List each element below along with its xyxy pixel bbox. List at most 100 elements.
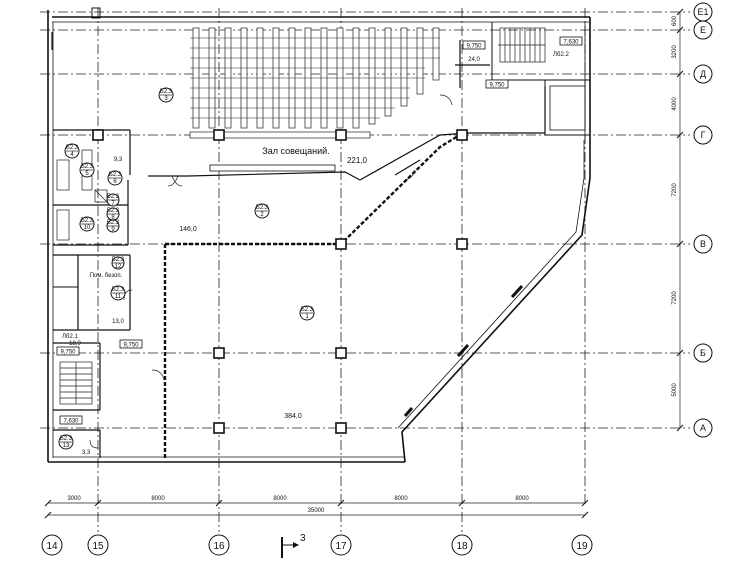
dim-total: 35000 <box>308 508 325 514</box>
dim-value: 8000 <box>151 496 165 502</box>
grid-axes <box>40 8 690 532</box>
elevation-mark: 7,630 <box>563 40 579 46</box>
dimension-chain-right: 600 3200 4000 7200 7200 5000 <box>672 8 684 432</box>
room-bubble: Б2.3 10 <box>79 216 95 232</box>
svg-text:17: 17 <box>335 541 347 552</box>
column <box>335 347 347 359</box>
room-number: Б2.3 <box>81 218 94 224</box>
dim-value: 3000 <box>67 496 81 502</box>
room-bubble: Б2.3 2 <box>254 203 270 219</box>
room-number: Б2.3 <box>81 164 94 170</box>
room-sub: 9 <box>111 227 115 233</box>
room-bubble: Б2.3 7 <box>106 193 120 207</box>
area-18-9: 18,9 <box>69 341 81 347</box>
grid-marker: 18 <box>451 534 473 556</box>
stair-steps-left <box>59 361 93 405</box>
room-bubble: Б2.3 11 <box>110 285 126 301</box>
room-sub: 8 <box>111 215 115 221</box>
room-number: Б2.3 <box>160 89 173 95</box>
room-number: Б2.3 <box>109 172 122 178</box>
column <box>335 238 347 250</box>
dim-value: 8000 <box>394 496 408 502</box>
column <box>335 129 347 141</box>
elevation-marks: 9,750 9,750 9,750 9,750 7,630 7,630 <box>56 36 583 425</box>
area-3-3: 3,3 <box>82 450 91 456</box>
section-number: 3 <box>300 533 306 544</box>
column <box>213 129 225 141</box>
grid-marker: Б <box>693 343 713 363</box>
room-number: Б2.3 <box>256 205 269 211</box>
svg-text:16: 16 <box>213 541 225 552</box>
elevation-mark: 9,750 <box>489 83 505 89</box>
room-number: Б2.3 <box>107 208 120 214</box>
room-sub: 4 <box>70 152 74 158</box>
room-bubble: Б2.3 12 <box>111 256 125 270</box>
area-24: 24,0 <box>468 57 480 63</box>
left-service-rooms <box>53 129 133 458</box>
dimension-chain-bottom: 3000 8000 8000 8000 8000 35000 <box>44 496 589 519</box>
dim-value: 3200 <box>672 45 678 59</box>
grid-marker: 15 <box>87 534 109 556</box>
room-bubble: Б2.3 3 <box>158 87 174 103</box>
dim-value: 600 <box>672 15 678 26</box>
grid-marker: 14 <box>41 534 63 556</box>
dim-value: 7200 <box>672 291 678 305</box>
grid-col-markers: 14 15 16 17 18 19 <box>41 534 593 556</box>
room-bubble: Б2.3 6 <box>107 170 123 186</box>
room-bubble: Б2.3 13 <box>58 434 74 450</box>
section-mark: 3 <box>281 533 306 558</box>
grid-marker: Е <box>693 20 713 40</box>
svg-text:Е: Е <box>700 25 706 35</box>
dim-value: 4000 <box>672 97 678 111</box>
room-sub: 11 <box>115 294 122 300</box>
svg-text:18: 18 <box>456 541 468 552</box>
plan-labels: Зал совещаний. 221,0 146,0 384,0 24,0 9,… <box>62 52 569 456</box>
room-sub: 5 <box>85 171 89 177</box>
room-number: Б2.3 <box>107 194 120 200</box>
room-sub: 12 <box>115 264 122 270</box>
hall-window-strip <box>209 164 336 172</box>
grid-marker: В <box>693 234 713 254</box>
room-tags: Б2.3 3 Б2.3 2 Б2.3 1 Б2.3 4 Б2.3 5 <box>58 87 315 450</box>
column <box>456 238 468 250</box>
elevation-mark: 9,750 <box>60 350 76 356</box>
hall-partition <box>148 86 546 458</box>
elevation-mark: 9,750 <box>123 343 139 349</box>
room-bubble: Б2.3 9 <box>106 219 120 233</box>
grid-marker: Е1 <box>693 2 713 22</box>
grid-marker: А <box>693 418 713 438</box>
area-13: 13,0 <box>112 319 124 325</box>
hall-title: Зал совещаний. <box>262 146 329 156</box>
svg-text:14: 14 <box>46 541 58 552</box>
dim-value: 5000 <box>672 383 678 397</box>
stair-steps-top <box>498 28 545 62</box>
svg-text:Б: Б <box>700 348 706 358</box>
dim-value: 7200 <box>672 183 678 197</box>
room-number: Б2.3 <box>60 436 73 442</box>
room-number: Б2.3 <box>301 307 314 313</box>
area-146: 146,0 <box>179 226 197 233</box>
auditorium-seats <box>189 27 440 139</box>
column <box>92 129 104 141</box>
column <box>213 422 225 434</box>
grid-marker: Д <box>693 64 713 84</box>
room-number: Б2.3 <box>112 257 125 263</box>
room-number: Б2.3 <box>107 220 120 226</box>
area-384: 384,0 <box>284 413 302 420</box>
svg-text:Г: Г <box>701 130 706 140</box>
svg-text:Д: Д <box>700 69 706 79</box>
room-sub: 13 <box>63 443 70 449</box>
svg-text:19: 19 <box>576 541 588 552</box>
room-bubble: Б2.3 1 <box>299 305 315 321</box>
room-sub: 2 <box>260 212 264 218</box>
column <box>456 129 468 141</box>
room-sub: 1 <box>305 314 309 320</box>
dim-value: 8000 <box>515 496 529 502</box>
room-bubble: Б2.3 5 <box>79 162 95 178</box>
room-number: Б2.3 <box>112 287 125 293</box>
hall-area: 221,0 <box>347 156 368 165</box>
svg-text:В: В <box>700 239 706 249</box>
room-sub: 6 <box>113 179 117 185</box>
svg-text:Е1: Е1 <box>697 7 708 17</box>
